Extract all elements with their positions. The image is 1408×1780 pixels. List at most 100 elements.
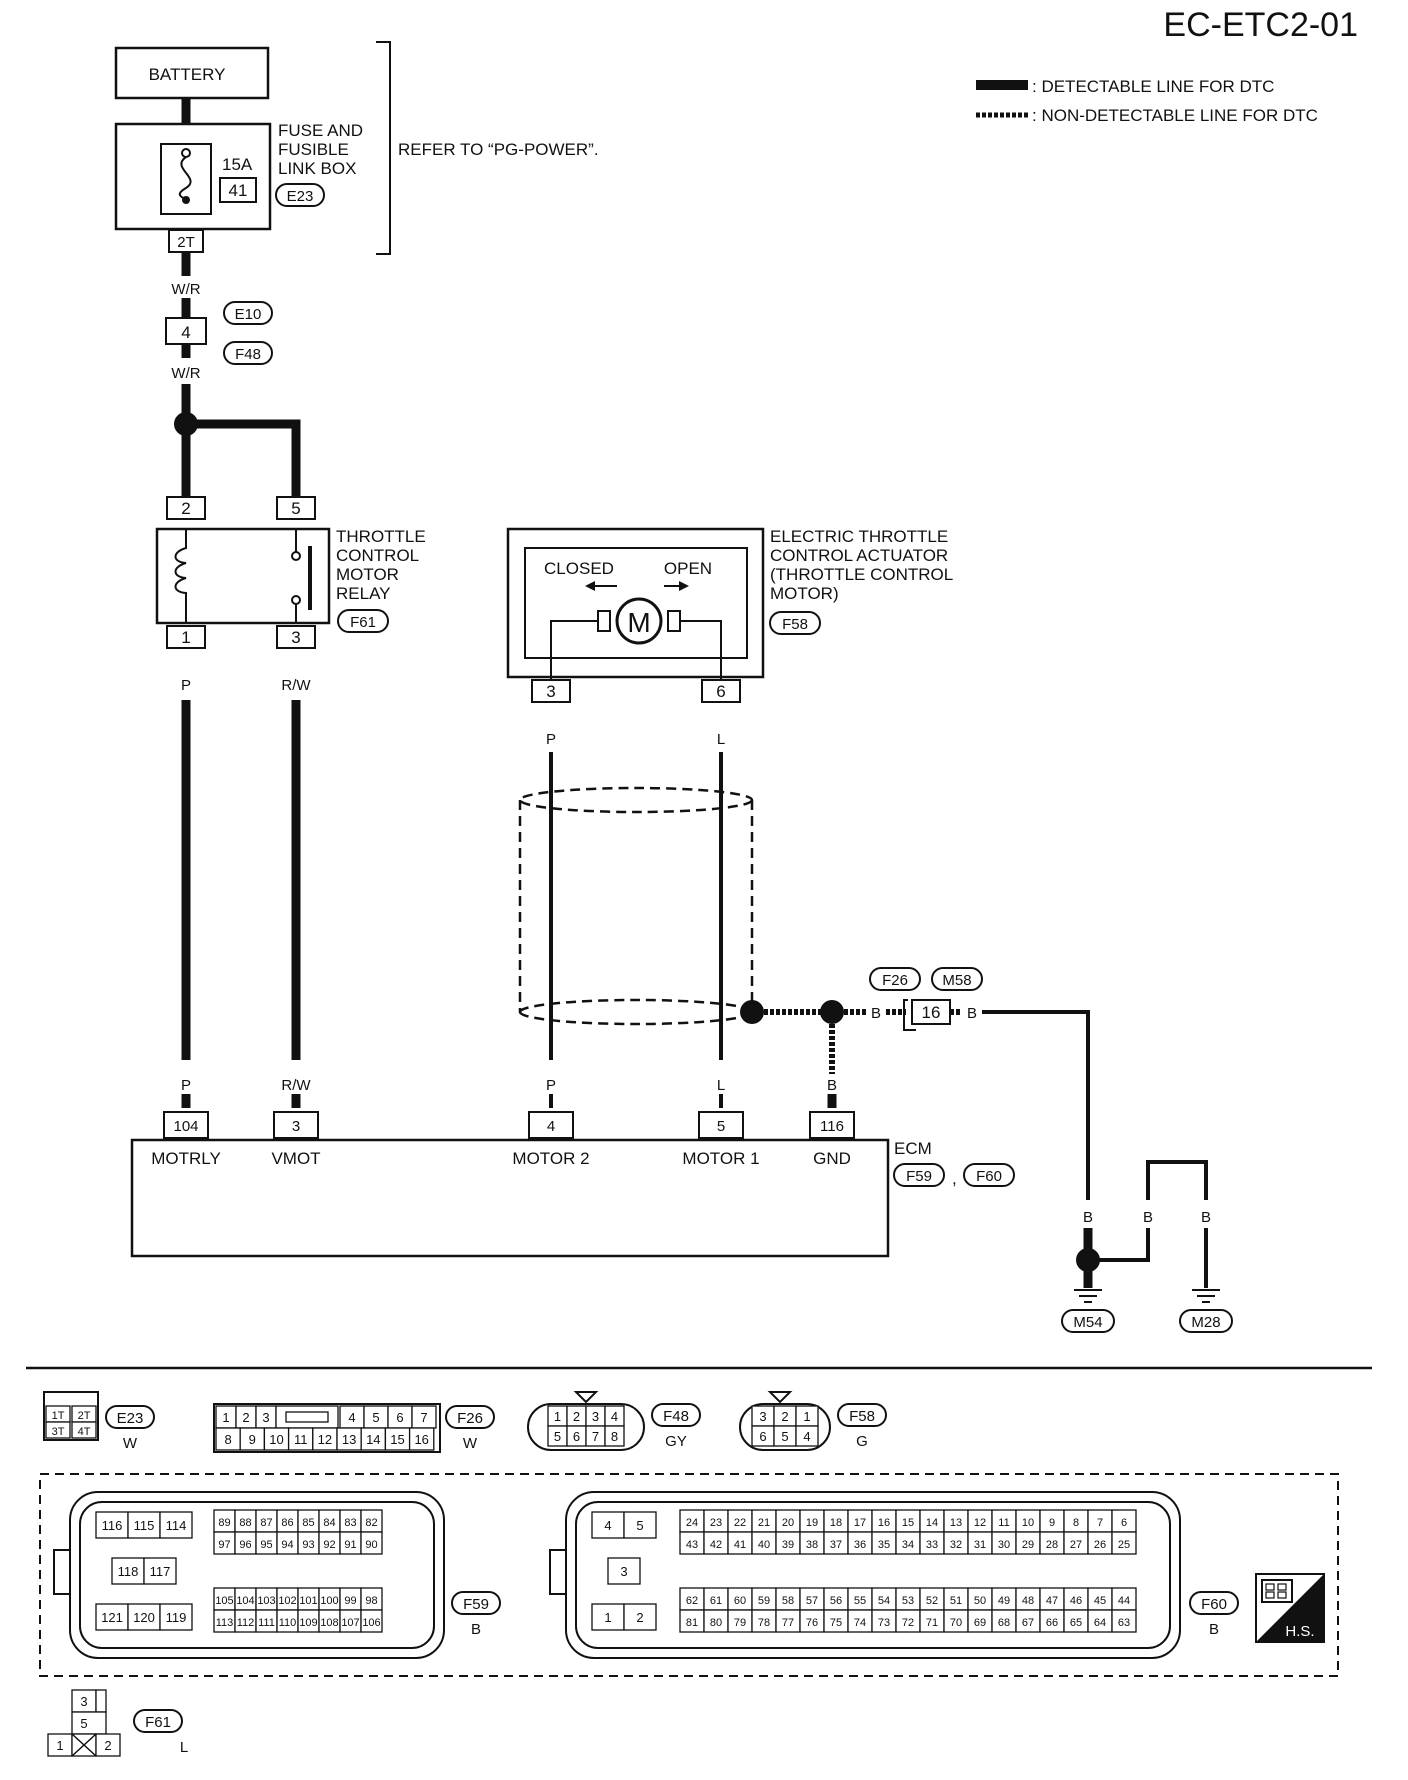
actuator-pin-3: 3 (546, 682, 555, 701)
terminal-number: 24 (686, 1517, 698, 1529)
ecm-terminal-motrly: MOTRLY (151, 1149, 221, 1168)
svg-text:GY: GY (665, 1433, 687, 1450)
terminal-number: 53 (902, 1595, 914, 1607)
arrow-closed (585, 581, 617, 591)
page-code: EC-ETC2-01 (1163, 6, 1358, 44)
terminal-number: 44 (1118, 1595, 1130, 1607)
terminal-number: 8 (1073, 1517, 1079, 1529)
terminal-number: 83 (344, 1517, 356, 1529)
terminal-number: 5 (554, 1429, 561, 1444)
terminal-number: 59 (758, 1595, 770, 1607)
terminal-number: 43 (686, 1539, 698, 1551)
wire-label-after-connector-b: B (967, 1005, 977, 1022)
actuator-open: OPEN (664, 559, 712, 578)
terminal-number: 79 (734, 1617, 746, 1629)
connector-16-pin: 16 (922, 1003, 941, 1022)
actuator-pin-6: 6 (716, 682, 725, 701)
terminal-number: 66 (1046, 1617, 1058, 1629)
terminal-number: 34 (902, 1539, 914, 1551)
terminal-number: 50 (974, 1595, 986, 1607)
relay-pin-2: 2 (181, 499, 190, 518)
wire-label-ground-right: B (1201, 1209, 1211, 1226)
terminal-number: 38 (806, 1539, 818, 1551)
terminal-number: 109 (299, 1617, 317, 1629)
ecm-connectors-frame (39, 1473, 1339, 1677)
svg-text:F48: F48 (663, 1408, 689, 1425)
terminal-number: 61 (710, 1595, 722, 1607)
svg-text:B: B (1209, 1621, 1219, 1638)
terminal-number: 108 (320, 1617, 338, 1629)
relay-pin-2-box (166, 496, 206, 520)
svg-text:M58: M58 (942, 972, 971, 989)
ecm-pin-116: 116 (809, 1111, 855, 1139)
refer-note: REFER TO “PG-POWER”. (398, 140, 599, 159)
wire-label-motor1: L (717, 1077, 725, 1094)
relay-label-2: CONTROL (336, 546, 419, 565)
relay-label-4: RELAY (336, 584, 391, 603)
terminal-number: 100 (320, 1595, 338, 1607)
relay-pin-1: 1 (181, 628, 190, 647)
terminal-number: 101 (299, 1595, 317, 1607)
terminal-number: 20 (782, 1517, 794, 1529)
terminal-number: 30 (998, 1539, 1010, 1551)
terminal-number: 33 (926, 1539, 938, 1551)
terminal-number: 76 (806, 1617, 818, 1629)
legend-non-detectable-text: : NON-DETECTABLE LINE FOR DTC (1032, 106, 1318, 125)
ecm-pin-104: 104 (163, 1111, 209, 1139)
terminal-number: 85 (302, 1517, 314, 1529)
svg-text:B: B (471, 1621, 481, 1638)
terminal-number: 19 (806, 1517, 818, 1529)
fuse-bottom-terminal (182, 196, 190, 204)
terminal-number: 87 (260, 1517, 272, 1529)
terminal-number: 103 (257, 1595, 275, 1607)
terminal-number: 98 (365, 1595, 377, 1607)
connector-view-e23: 1T 2T 3T 4T E23 W (43, 1391, 155, 1452)
connector-tag-e23: E23 (275, 183, 325, 207)
terminal-number: 96 (239, 1539, 251, 1551)
terminal-cell (623, 1603, 657, 1631)
terminal-number: 47 (1046, 1595, 1058, 1607)
wire-ground-bridge (1146, 1160, 1208, 1200)
shield-bottom-arc (518, 1011, 754, 1026)
actuator-pin-3-box (531, 679, 571, 703)
ecm-pin-3: 3 (273, 1111, 319, 1139)
ecm-label: ECM (894, 1139, 932, 1158)
terminal-number: 54 (878, 1595, 890, 1607)
terminal-number: 3 (592, 1409, 599, 1424)
terminal-number: 2 (636, 1610, 643, 1625)
terminal-number: 116 (102, 1518, 123, 1533)
terminal-number: 89 (218, 1517, 230, 1529)
hs-connector-icon (1261, 1579, 1293, 1603)
shield-bottom-arc-back (518, 998, 754, 1013)
motor-symbol-letter: M (627, 607, 650, 638)
ecm-terminal-vmot: VMOT (271, 1149, 320, 1168)
terminal-number: 3 (620, 1564, 627, 1579)
ground-tag-m54: M54 (1061, 1309, 1115, 1333)
terminal-number: 65 (1070, 1617, 1082, 1629)
legend-detectable-swatch (976, 80, 1028, 90)
battery-label: BATTERY (149, 65, 226, 84)
svg-text:F61: F61 (145, 1714, 171, 1731)
motor-lead-left (550, 620, 598, 683)
terminal-number: 15 (390, 1432, 404, 1447)
refer-bracket (376, 41, 391, 255)
svg-text:L: L (180, 1739, 188, 1756)
terminal-number: 70 (950, 1617, 962, 1629)
terminal-number: 90 (365, 1539, 377, 1551)
terminal-number: 51 (950, 1595, 962, 1607)
terminal-cell (1111, 1531, 1137, 1555)
terminal-number: 14 (926, 1517, 938, 1529)
relay-body (155, 527, 331, 625)
connector-slot-inner (285, 1411, 329, 1423)
terminal-number: 16 (414, 1432, 428, 1447)
terminal-number: 6 (396, 1410, 403, 1425)
terminal-number: 77 (782, 1617, 794, 1629)
terminal-cell (360, 1531, 383, 1555)
connector-tag-f60-ecm: F60 (963, 1163, 1015, 1187)
ecm-terminal-gnd: GND (813, 1149, 851, 1168)
terminal-number: 1 (222, 1410, 229, 1425)
svg-text:5: 5 (717, 1118, 725, 1135)
terminal-number: 28 (1046, 1539, 1058, 1551)
terminal-number: 12 (974, 1517, 986, 1529)
